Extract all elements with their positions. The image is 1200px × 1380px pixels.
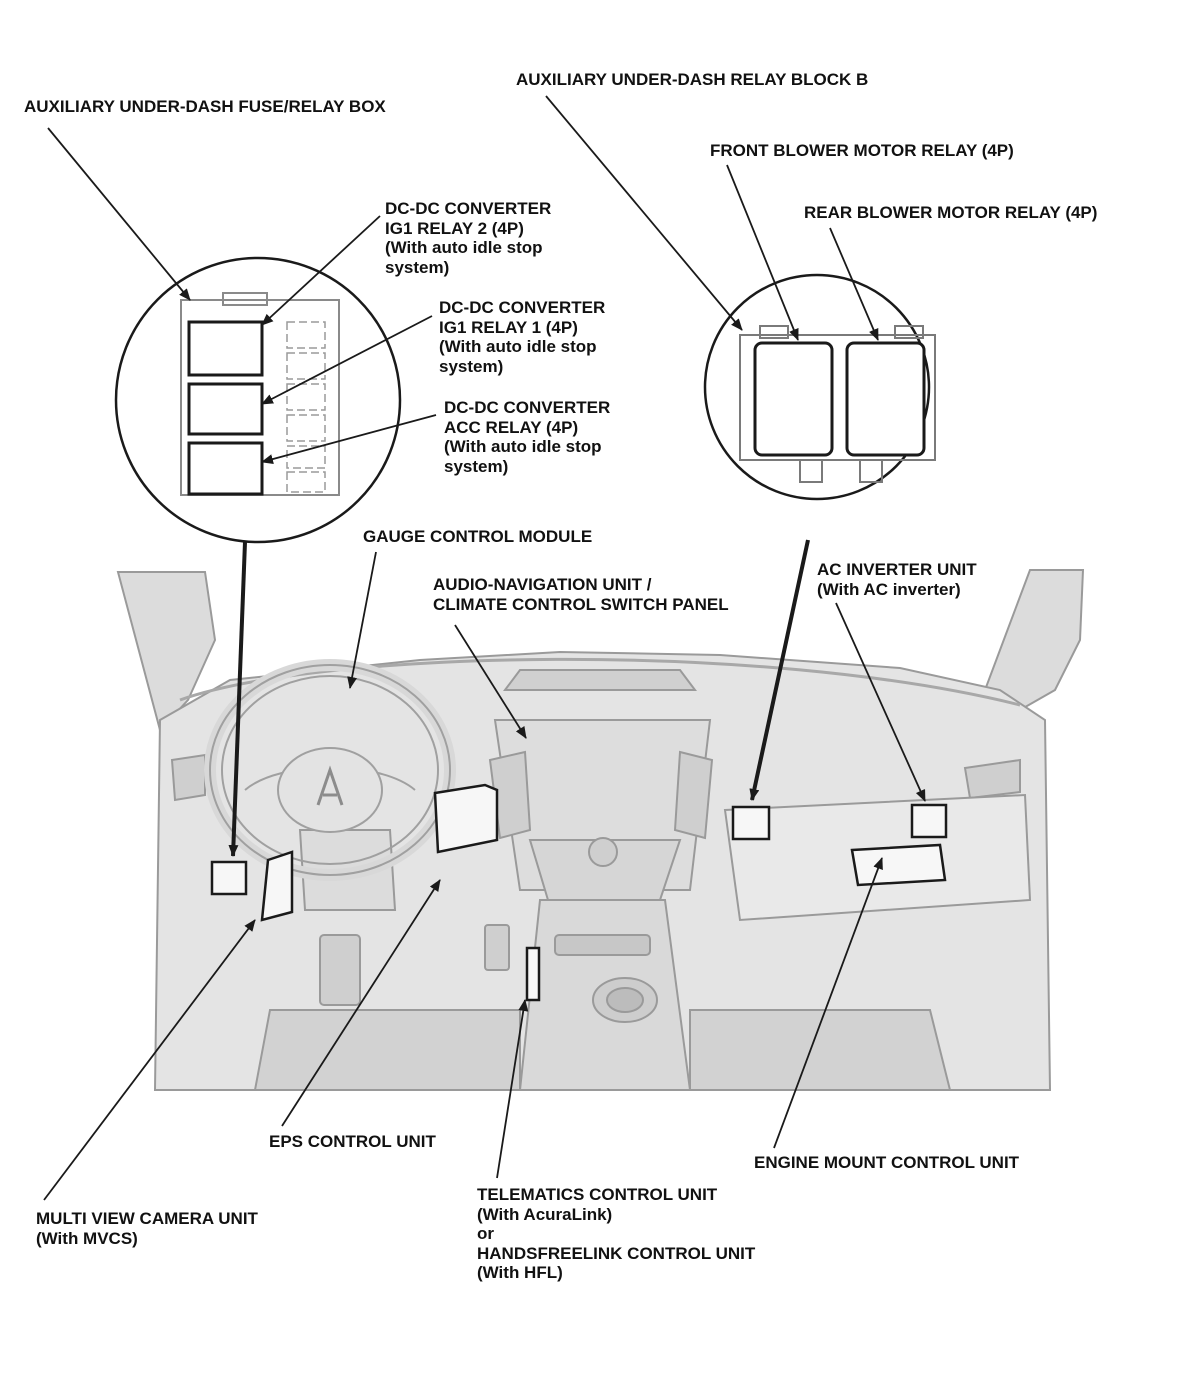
dashboard-illustration — [116, 569, 1085, 1091]
aux-fuse-relay-box-location — [210, 860, 248, 896]
detail-callout-lines — [228, 539, 810, 857]
front-blower-relay-box — [753, 341, 834, 457]
steering-wheel — [204, 659, 456, 881]
relay-block-b-location — [731, 805, 771, 841]
ig1-relay1-box — [187, 382, 264, 436]
eps-control-unit-location — [433, 783, 499, 854]
label-aux-fuse-relay-box: AUXILIARY UNDER-DASH FUSE/RELAY BOX — [24, 97, 386, 116]
multi-view-camera-location — [260, 850, 294, 922]
telematics-location — [525, 946, 541, 1002]
label-audio-navigation: AUDIO-NAVIGATION UNIT /CLIMATE CONTROL S… — [433, 575, 729, 614]
label-eps-control-unit: EPS CONTROL UNIT — [269, 1132, 436, 1151]
label-multi-view-camera: MULTI VIEW CAMERA UNIT(With MVCS) — [36, 1209, 258, 1248]
ac-inverter-location — [910, 803, 948, 839]
label-gauge-control-module: GAUGE CONTROL MODULE — [363, 527, 593, 546]
label-front-blower-relay: FRONT BLOWER MOTOR RELAY (4P) — [710, 141, 1014, 160]
acc-relay-box — [187, 441, 264, 496]
label-engine-mount: ENGINE MOUNT CONTROL UNIT — [754, 1153, 1020, 1172]
engine-mount-location — [850, 843, 947, 887]
ig1-relay2-box — [187, 320, 264, 377]
label-rear-blower-relay: REAR BLOWER MOTOR RELAY (4P) — [804, 203, 1098, 222]
leader-lines — [43, 95, 926, 1201]
rear-blower-relay-box — [845, 341, 926, 457]
label-telematics: TELEMATICS CONTROL UNIT(With AcuraLink)o… — [477, 1185, 756, 1282]
label-ac-inverter: AC INVERTER UNIT(With AC inverter) — [817, 560, 977, 599]
label-relay-block-b: AUXILIARY UNDER-DASH RELAY BLOCK B — [516, 70, 869, 89]
components — [210, 783, 948, 1002]
fuse-box-detail — [114, 256, 402, 544]
relay-block-b-detail — [703, 273, 936, 501]
